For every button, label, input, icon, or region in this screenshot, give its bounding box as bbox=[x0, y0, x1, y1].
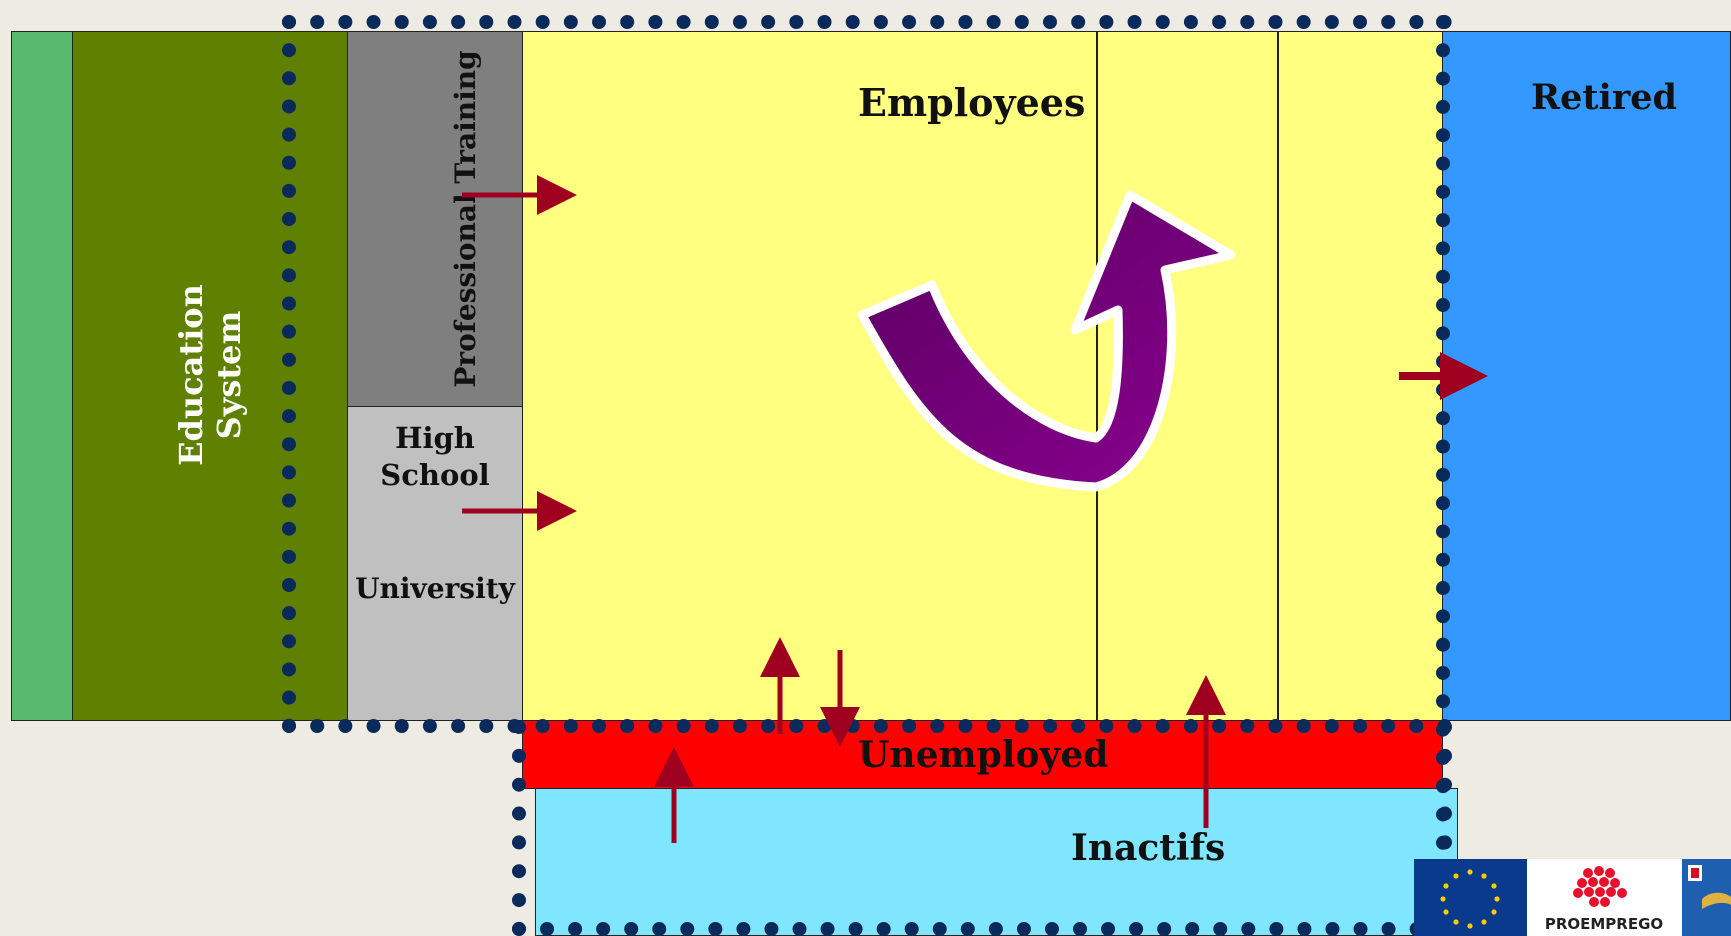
career-progression-curved-arrow bbox=[857, 190, 1236, 492]
proemprego-text: PROEMPREGO bbox=[1544, 915, 1664, 933]
employees-divider-1 bbox=[1096, 31, 1098, 721]
left-strip bbox=[11, 31, 73, 721]
inactifs-label: Inactifs bbox=[1071, 827, 1226, 869]
azores-emblem-icon bbox=[1688, 865, 1731, 909]
inactifs-box bbox=[535, 788, 1458, 936]
proemprego-logo: PROEMPREGO bbox=[1530, 859, 1678, 936]
education-system-box bbox=[72, 31, 348, 721]
azores-logo bbox=[1682, 859, 1731, 936]
proemprego-dots-icon bbox=[1573, 866, 1627, 907]
unemployed-label: Unemployed bbox=[858, 734, 1109, 776]
high-school-label: High School bbox=[380, 421, 490, 492]
sponsor-logos: PROEMPREGO bbox=[1414, 859, 1731, 936]
retired-label: Retired bbox=[1531, 77, 1677, 118]
university-label: University bbox=[355, 572, 515, 605]
eu-stars-icon bbox=[1440, 869, 1500, 929]
dotted-boundary-right bbox=[1436, 15, 1450, 935]
dotted-boundary-upper bbox=[282, 15, 1452, 733]
high-school-university-box bbox=[347, 406, 523, 721]
eu-flag-logo bbox=[1414, 859, 1527, 936]
employees-divider-2 bbox=[1277, 31, 1279, 721]
employees-label: Employees bbox=[858, 80, 1086, 125]
